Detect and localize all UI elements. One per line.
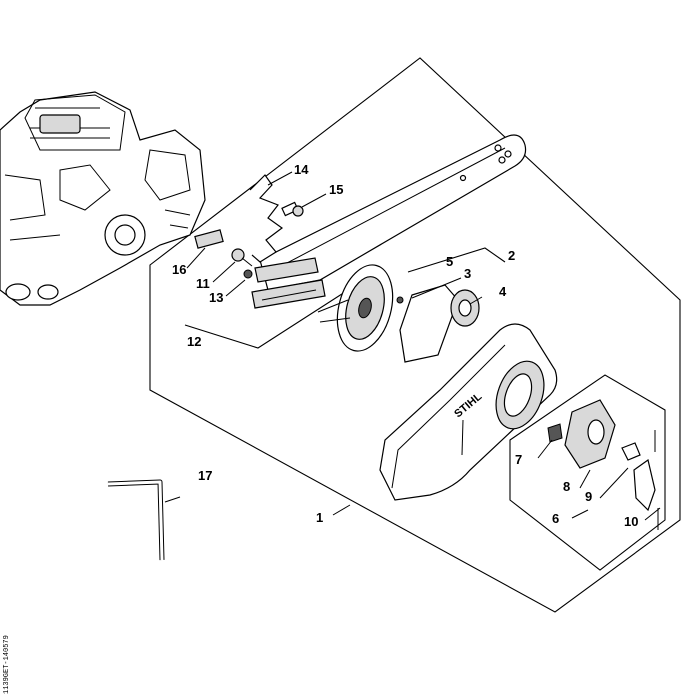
callout-9: 9 [585,489,592,504]
callout-8: 8 [563,479,570,494]
nut-13 [243,269,253,279]
callout-17: 17 [198,468,212,483]
callout-11: 11 [196,276,210,291]
hex-key [107,479,165,561]
callout-6: 6 [552,511,559,526]
callout-4: 4 [499,284,507,299]
block-16 [194,229,224,249]
callout-14: 14 [294,162,309,177]
assembly-frame-1 [149,57,681,613]
callout-16: 16 [172,262,186,277]
bar-plate [251,257,326,309]
star-nut-4 [450,289,480,327]
callout-12: 12 [187,334,201,349]
screw-3 [396,296,404,304]
callout-15: 15 [329,182,343,197]
assembly-frame-12 [184,291,346,349]
tensioner-screw-11 [231,248,253,267]
callout-3: 3 [464,266,471,281]
callout-2: 2 [508,248,515,263]
cover-plate-5 [399,284,459,363]
leader-lines [164,171,661,521]
guide-bar [259,134,527,291]
callout-13: 13 [209,290,223,305]
assembly-frame-2 [407,247,506,273]
callout-7: 7 [515,452,522,467]
callout-1: 1 [316,510,323,525]
callout-5: 5 [446,254,453,269]
sprocket-wheel [317,264,394,352]
spring-clip [249,174,284,263]
screw-15 [281,201,304,217]
callout-10: 10 [624,514,638,529]
sprocket-cover: STIHL [379,323,558,501]
chain-brake-parts [547,399,659,530]
engine-housing [0,91,206,306]
document-id-label: 1139GET-140579 [3,635,11,694]
hex-key-inner [107,480,164,561]
assembly-frame-6 [509,374,666,571]
